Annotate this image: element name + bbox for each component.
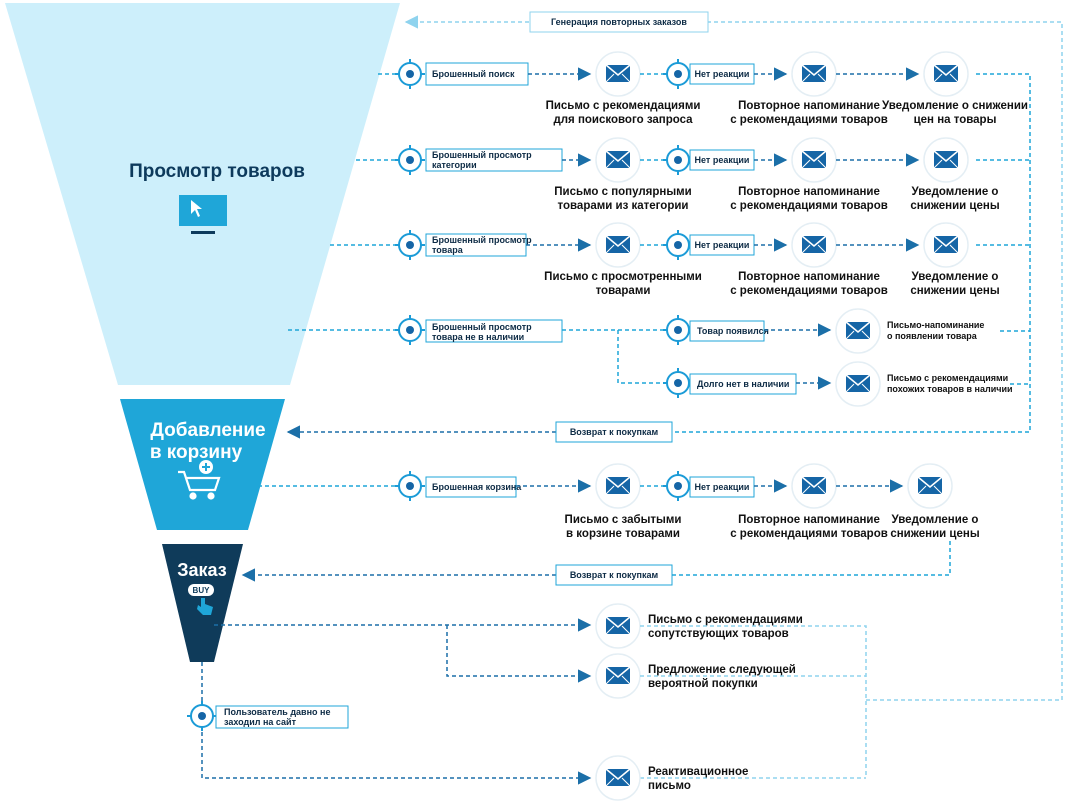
target-icon bbox=[394, 229, 426, 261]
funnel-stage-browse bbox=[5, 3, 400, 385]
order-email1-line1: Письмо с рекомендациями bbox=[648, 614, 803, 626]
row-trigger-line: Брошенный просмотр bbox=[432, 150, 532, 160]
cart-email3-line1: Уведомление о bbox=[892, 514, 979, 526]
row-email3-line: Уведомление о снижении bbox=[882, 100, 1028, 112]
row-email1-line: Письмо с просмотренными bbox=[544, 271, 702, 283]
row-email2-line: Повторное напоминание bbox=[738, 100, 880, 112]
cart-email2-line2: с рекомендациями товаров bbox=[730, 528, 888, 540]
email-icon bbox=[595, 463, 641, 509]
row4-trigger-line1: Брошенный просмотр bbox=[432, 322, 532, 332]
email-icon bbox=[595, 653, 641, 699]
email-icon bbox=[595, 222, 641, 268]
order-email2-line1: Предложение следующей bbox=[648, 664, 796, 676]
repeat-orders-label-box bbox=[529, 11, 709, 33]
no-reaction-label: Нет реакции bbox=[695, 155, 750, 165]
row-email3-line: снижении цены bbox=[910, 200, 1000, 212]
email-icon bbox=[791, 222, 837, 268]
target-icon bbox=[662, 58, 694, 90]
cart-noreact-label: Нет реакции bbox=[695, 482, 750, 492]
email-icon bbox=[595, 755, 641, 801]
row-email3-line: снижении цены bbox=[910, 285, 1000, 297]
stage-cart-title-line1: Добавление bbox=[150, 420, 265, 441]
row-out-of-stock: Брошенный просмотр товара не в наличии Т… bbox=[288, 308, 1013, 407]
email-icon bbox=[923, 137, 969, 183]
row-email1-line: для поискового запроса bbox=[553, 114, 693, 126]
email-icon bbox=[595, 603, 641, 649]
target-icon bbox=[662, 144, 694, 176]
email-icon bbox=[595, 51, 641, 97]
cart-email3-line2: снижении цены bbox=[890, 528, 980, 540]
row4-email2-line2: похожих товаров в наличии bbox=[887, 384, 1013, 394]
row-email3-line: Уведомление о bbox=[912, 271, 999, 283]
row-email1-line: товарами bbox=[596, 285, 651, 297]
order-email1-line2: сопутствующих товаров bbox=[648, 628, 789, 640]
row-email1-line: Письмо с рекомендациями bbox=[546, 100, 701, 112]
row-email3-line: Уведомление о bbox=[912, 186, 999, 198]
target-icon bbox=[394, 58, 426, 90]
email-icon bbox=[595, 137, 641, 183]
repeat-orders-label: Генерация повторных заказов bbox=[551, 17, 687, 27]
repeat-orders-flow: Генерация повторных заказов bbox=[404, 11, 1063, 701]
target-icon bbox=[662, 229, 694, 261]
row-email2-line: Повторное напоминание bbox=[738, 271, 880, 283]
inactive-trigger-line1: Пользователь давно не bbox=[224, 707, 330, 717]
row-trigger-line: товара bbox=[432, 245, 464, 255]
cart-email1-line2: в корзине товарами bbox=[566, 528, 680, 540]
row-email1-line: товарами из категории bbox=[558, 200, 689, 212]
row-email2-line: с рекомендациями товаров bbox=[730, 114, 888, 126]
order-flows: Письмо с рекомендациями сопутствующих то… bbox=[186, 603, 867, 801]
return1-label: Возврат к покупкам bbox=[570, 427, 659, 437]
stage-cart-title-line2: в корзину bbox=[150, 442, 243, 463]
cart-trigger: Брошенная корзина bbox=[432, 482, 522, 492]
email-icon bbox=[835, 308, 881, 354]
email-icon bbox=[835, 361, 881, 407]
buy-hand-icon: BUY bbox=[188, 584, 214, 615]
row4-branch1-label: Товар появился bbox=[697, 326, 769, 336]
reactivation-line1: Реактивационное bbox=[648, 766, 748, 778]
email-icon bbox=[923, 51, 969, 97]
row-trigger-line: Брошенный просмотр bbox=[432, 235, 532, 245]
no-reaction-label: Нет реакции bbox=[695, 240, 750, 250]
email-icon bbox=[923, 222, 969, 268]
row-trigger-line: Брошенный поиск bbox=[432, 69, 515, 79]
reactivation-line2: письмо bbox=[648, 780, 691, 792]
row-trigger-line: категории bbox=[432, 160, 477, 170]
return-to-shopping-1: Возврат к покупкам bbox=[286, 73, 1031, 443]
stage-browse-title: Просмотр товаров bbox=[129, 161, 305, 182]
email-icon bbox=[791, 137, 837, 183]
order-email2-line2: вероятной покупки bbox=[648, 678, 758, 690]
cart-email2-line1: Повторное напоминание bbox=[738, 514, 880, 526]
stage-order-title: Заказ bbox=[177, 560, 227, 580]
row-email2-line: Повторное напоминание bbox=[738, 186, 880, 198]
no-reaction-label: Нет реакции bbox=[695, 69, 750, 79]
email-icon bbox=[791, 51, 837, 97]
funnel: Просмотр товаров Добавление в корзину За… bbox=[5, 3, 400, 662]
row-email2-line: с рекомендациями товаров bbox=[730, 200, 888, 212]
row-email2-line: с рекомендациями товаров bbox=[730, 285, 888, 297]
row4-trigger-line2: товара не в наличии bbox=[432, 332, 524, 342]
target-icon bbox=[394, 144, 426, 176]
return-to-shopping-2: Возврат к покупкам bbox=[241, 541, 951, 586]
row4-email2-line1: Письмо с рекомендациями bbox=[887, 373, 1008, 383]
monitor-cursor-icon bbox=[179, 195, 227, 234]
cart-email1-line1: Письмо с забытыми bbox=[565, 514, 682, 526]
row-email3-line: цен на товары bbox=[914, 114, 997, 126]
row4-email1-line1: Письмо-напоминание bbox=[887, 320, 984, 330]
row-abandoned-cart: Брошенная корзина Письмо с забытыми в ко… bbox=[258, 463, 980, 540]
cart-plus-icon bbox=[178, 460, 221, 500]
email-icon bbox=[791, 463, 837, 509]
email-icon bbox=[907, 463, 953, 509]
inactive-trigger-line2: заходил на сайт bbox=[224, 717, 297, 727]
return2-label: Возврат к покупкам bbox=[570, 570, 659, 580]
row4-email1-line2: о появлении товара bbox=[887, 331, 978, 341]
buy-badge-label: BUY bbox=[193, 586, 211, 595]
row4-branch2-label: Долго нет в наличии bbox=[697, 379, 789, 389]
row-email1-line: Письмо с популярными bbox=[554, 186, 692, 198]
